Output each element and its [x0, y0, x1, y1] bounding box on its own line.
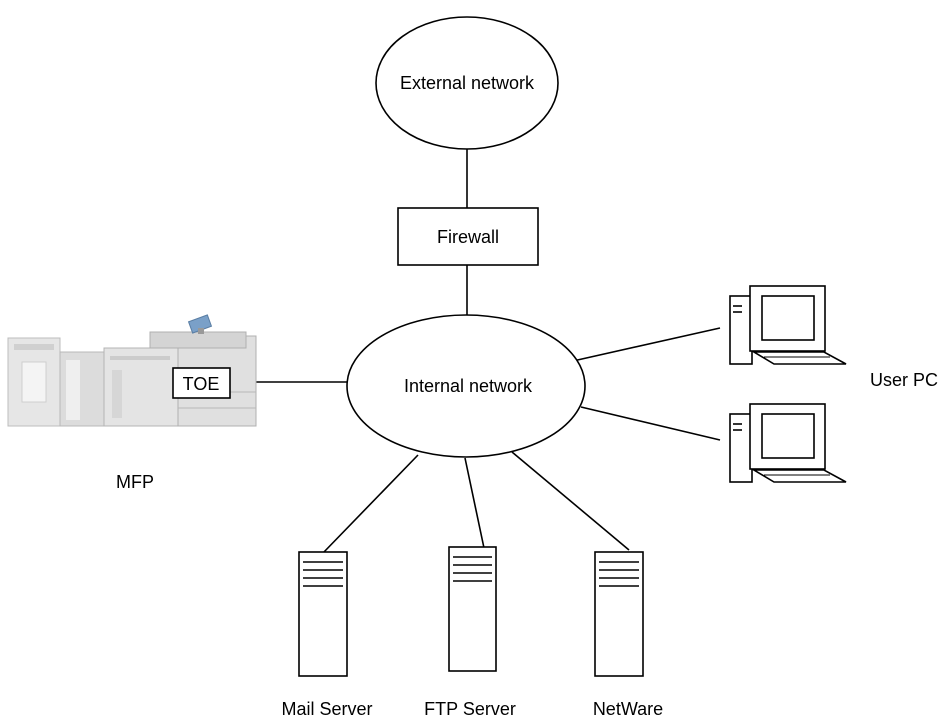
mail-server-icon	[298, 551, 348, 677]
mail-server-label: Mail Server	[281, 699, 372, 719]
link-internal-pc2	[580, 406, 721, 441]
firewall-node: Firewall	[397, 207, 539, 266]
user-pc-icon-1	[729, 285, 847, 365]
user-pc-label: User PC	[870, 370, 938, 390]
toe-label: TOE	[183, 374, 220, 394]
ftp-server-icon	[448, 546, 497, 672]
link-internal-pc1	[572, 327, 721, 362]
external-network-label: External network	[400, 73, 535, 93]
mfp-label: MFP	[116, 472, 154, 492]
netware-label: NetWare	[593, 699, 663, 719]
internal-network-label: Internal network	[404, 376, 533, 396]
ftp-server-label: FTP Server	[424, 699, 516, 719]
link-internal-ftp	[464, 457, 485, 549]
link-internal-netware	[511, 451, 630, 551]
firewall-label: Firewall	[437, 227, 499, 247]
link-internal-mail	[322, 454, 419, 554]
user-pc-icon-2	[729, 403, 847, 483]
external-network-node: External network	[375, 16, 559, 150]
internal-network-node: Internal network	[346, 314, 586, 458]
netware-server-icon	[594, 551, 644, 677]
toe-node: TOE	[172, 367, 231, 399]
